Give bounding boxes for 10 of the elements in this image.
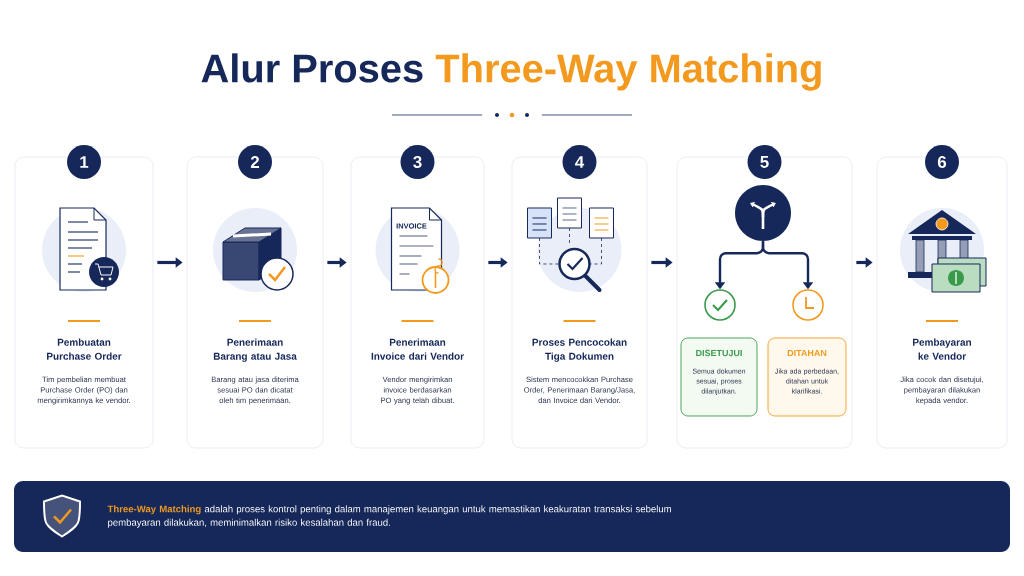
check-icon — [704, 289, 736, 321]
number-badge: 2 — [238, 145, 272, 179]
number-badge: 5 — [747, 145, 782, 179]
clock-icon — [792, 289, 824, 321]
info-banner: Three-Way Matching adalah proses kontrol penting dalam manajemen keuangan untuk memastikan keakuratan transaksi sebelum pembayaran dilakukan, meminimalkan risiko kesalahan dan fraud. — [14, 481, 1010, 552]
number-badge: 1 — [67, 145, 101, 179]
title: Alur Proses Three-Way Matching — [201, 53, 821, 91]
number-badge: 3 — [400, 145, 435, 179]
number-badge: 6 — [925, 145, 959, 179]
number-badge: 4 — [562, 145, 597, 179]
